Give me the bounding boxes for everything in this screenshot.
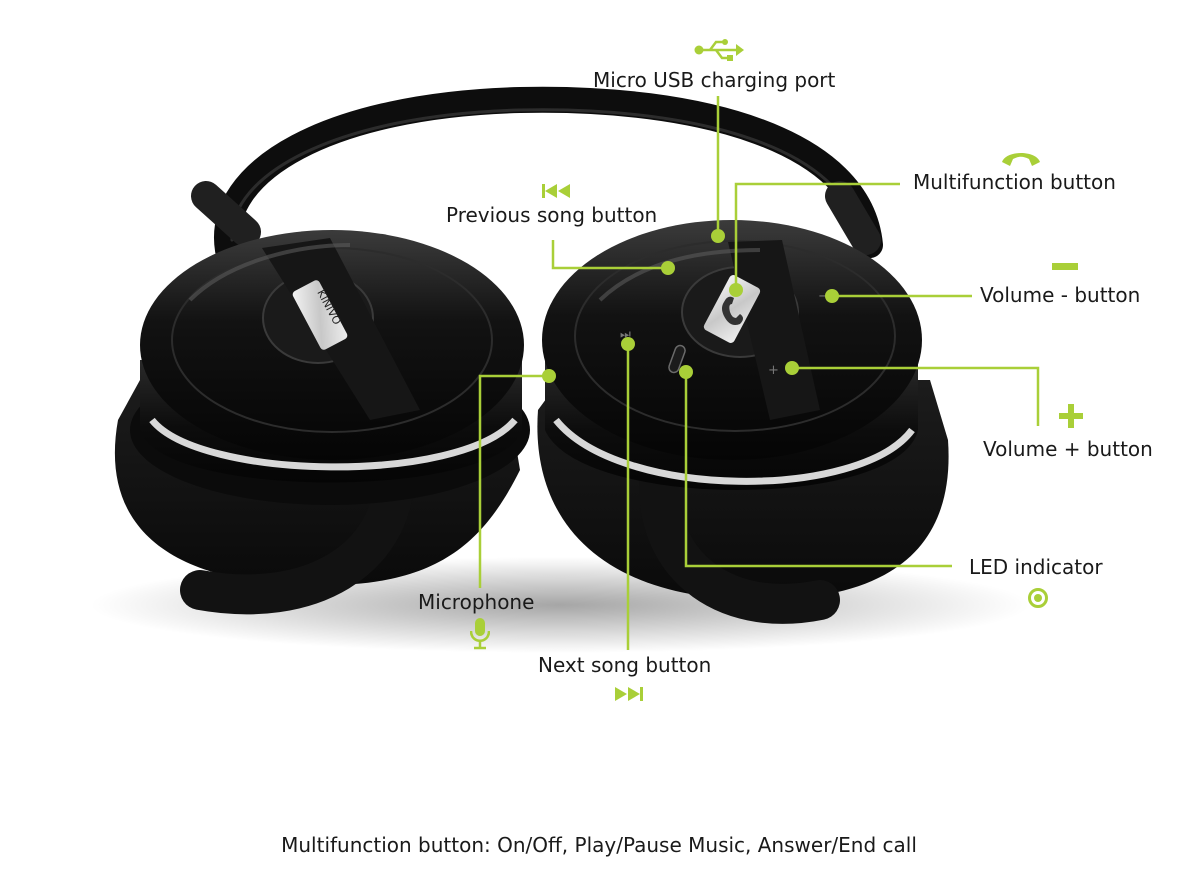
engraved-minus-mark: − bbox=[818, 289, 829, 304]
leader-microphone bbox=[478, 374, 549, 588]
right-earcup: ⏮ ⏭ + − bbox=[537, 220, 949, 624]
next-track-icon bbox=[615, 687, 643, 701]
label-microphone: Microphone bbox=[418, 590, 535, 614]
label-previous-song-button: Previous song button bbox=[446, 203, 658, 227]
label-led-indicator: LED indicator bbox=[969, 555, 1103, 579]
label-volume-up-button: Volume + button bbox=[983, 437, 1153, 461]
usb-icon bbox=[694, 39, 744, 61]
left-earcup: KINIVO bbox=[114, 230, 530, 615]
engraved-plus-mark: + bbox=[768, 363, 779, 378]
leader-led bbox=[684, 372, 952, 568]
callout-lines bbox=[478, 96, 1040, 650]
led-ring-icon bbox=[1028, 588, 1048, 608]
microphone-icon bbox=[470, 618, 490, 650]
headband bbox=[191, 86, 883, 263]
callout-dots bbox=[542, 229, 839, 383]
leader-volume-up bbox=[792, 366, 1040, 426]
label-next-song-button: Next song button bbox=[538, 653, 712, 677]
previous-track-icon bbox=[542, 184, 570, 198]
leader-previous bbox=[551, 240, 668, 270]
minus-icon bbox=[1052, 263, 1078, 270]
engraved-next-mark: ⏭ bbox=[620, 327, 631, 341]
label-multifunction-button: Multifunction button bbox=[913, 170, 1116, 194]
plus-icon bbox=[1059, 404, 1083, 428]
phone-handset-icon bbox=[1002, 153, 1040, 166]
caption: Multifunction button: On/Off, Play/Pause… bbox=[281, 833, 917, 857]
label-volume-down-button: Volume - button bbox=[980, 283, 1141, 307]
leader-multifunction bbox=[734, 182, 900, 290]
label-usb-port: Micro USB charging port bbox=[593, 68, 836, 92]
